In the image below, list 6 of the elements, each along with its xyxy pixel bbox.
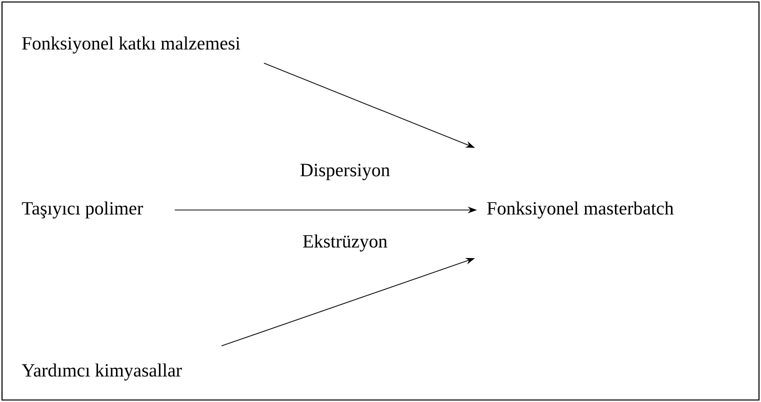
process-label: Ekstrüzyon (303, 234, 388, 252)
node-label: Fonksiyonel katkı malzemesi (22, 36, 240, 54)
node-label: Fonksiyonel masterbatch (487, 202, 674, 218)
process-label: Dispersiyon (300, 164, 390, 180)
node-label: Taşıyıcı polimer (22, 202, 144, 218)
node-label: Yardımcı kimyasallar (22, 363, 182, 380)
